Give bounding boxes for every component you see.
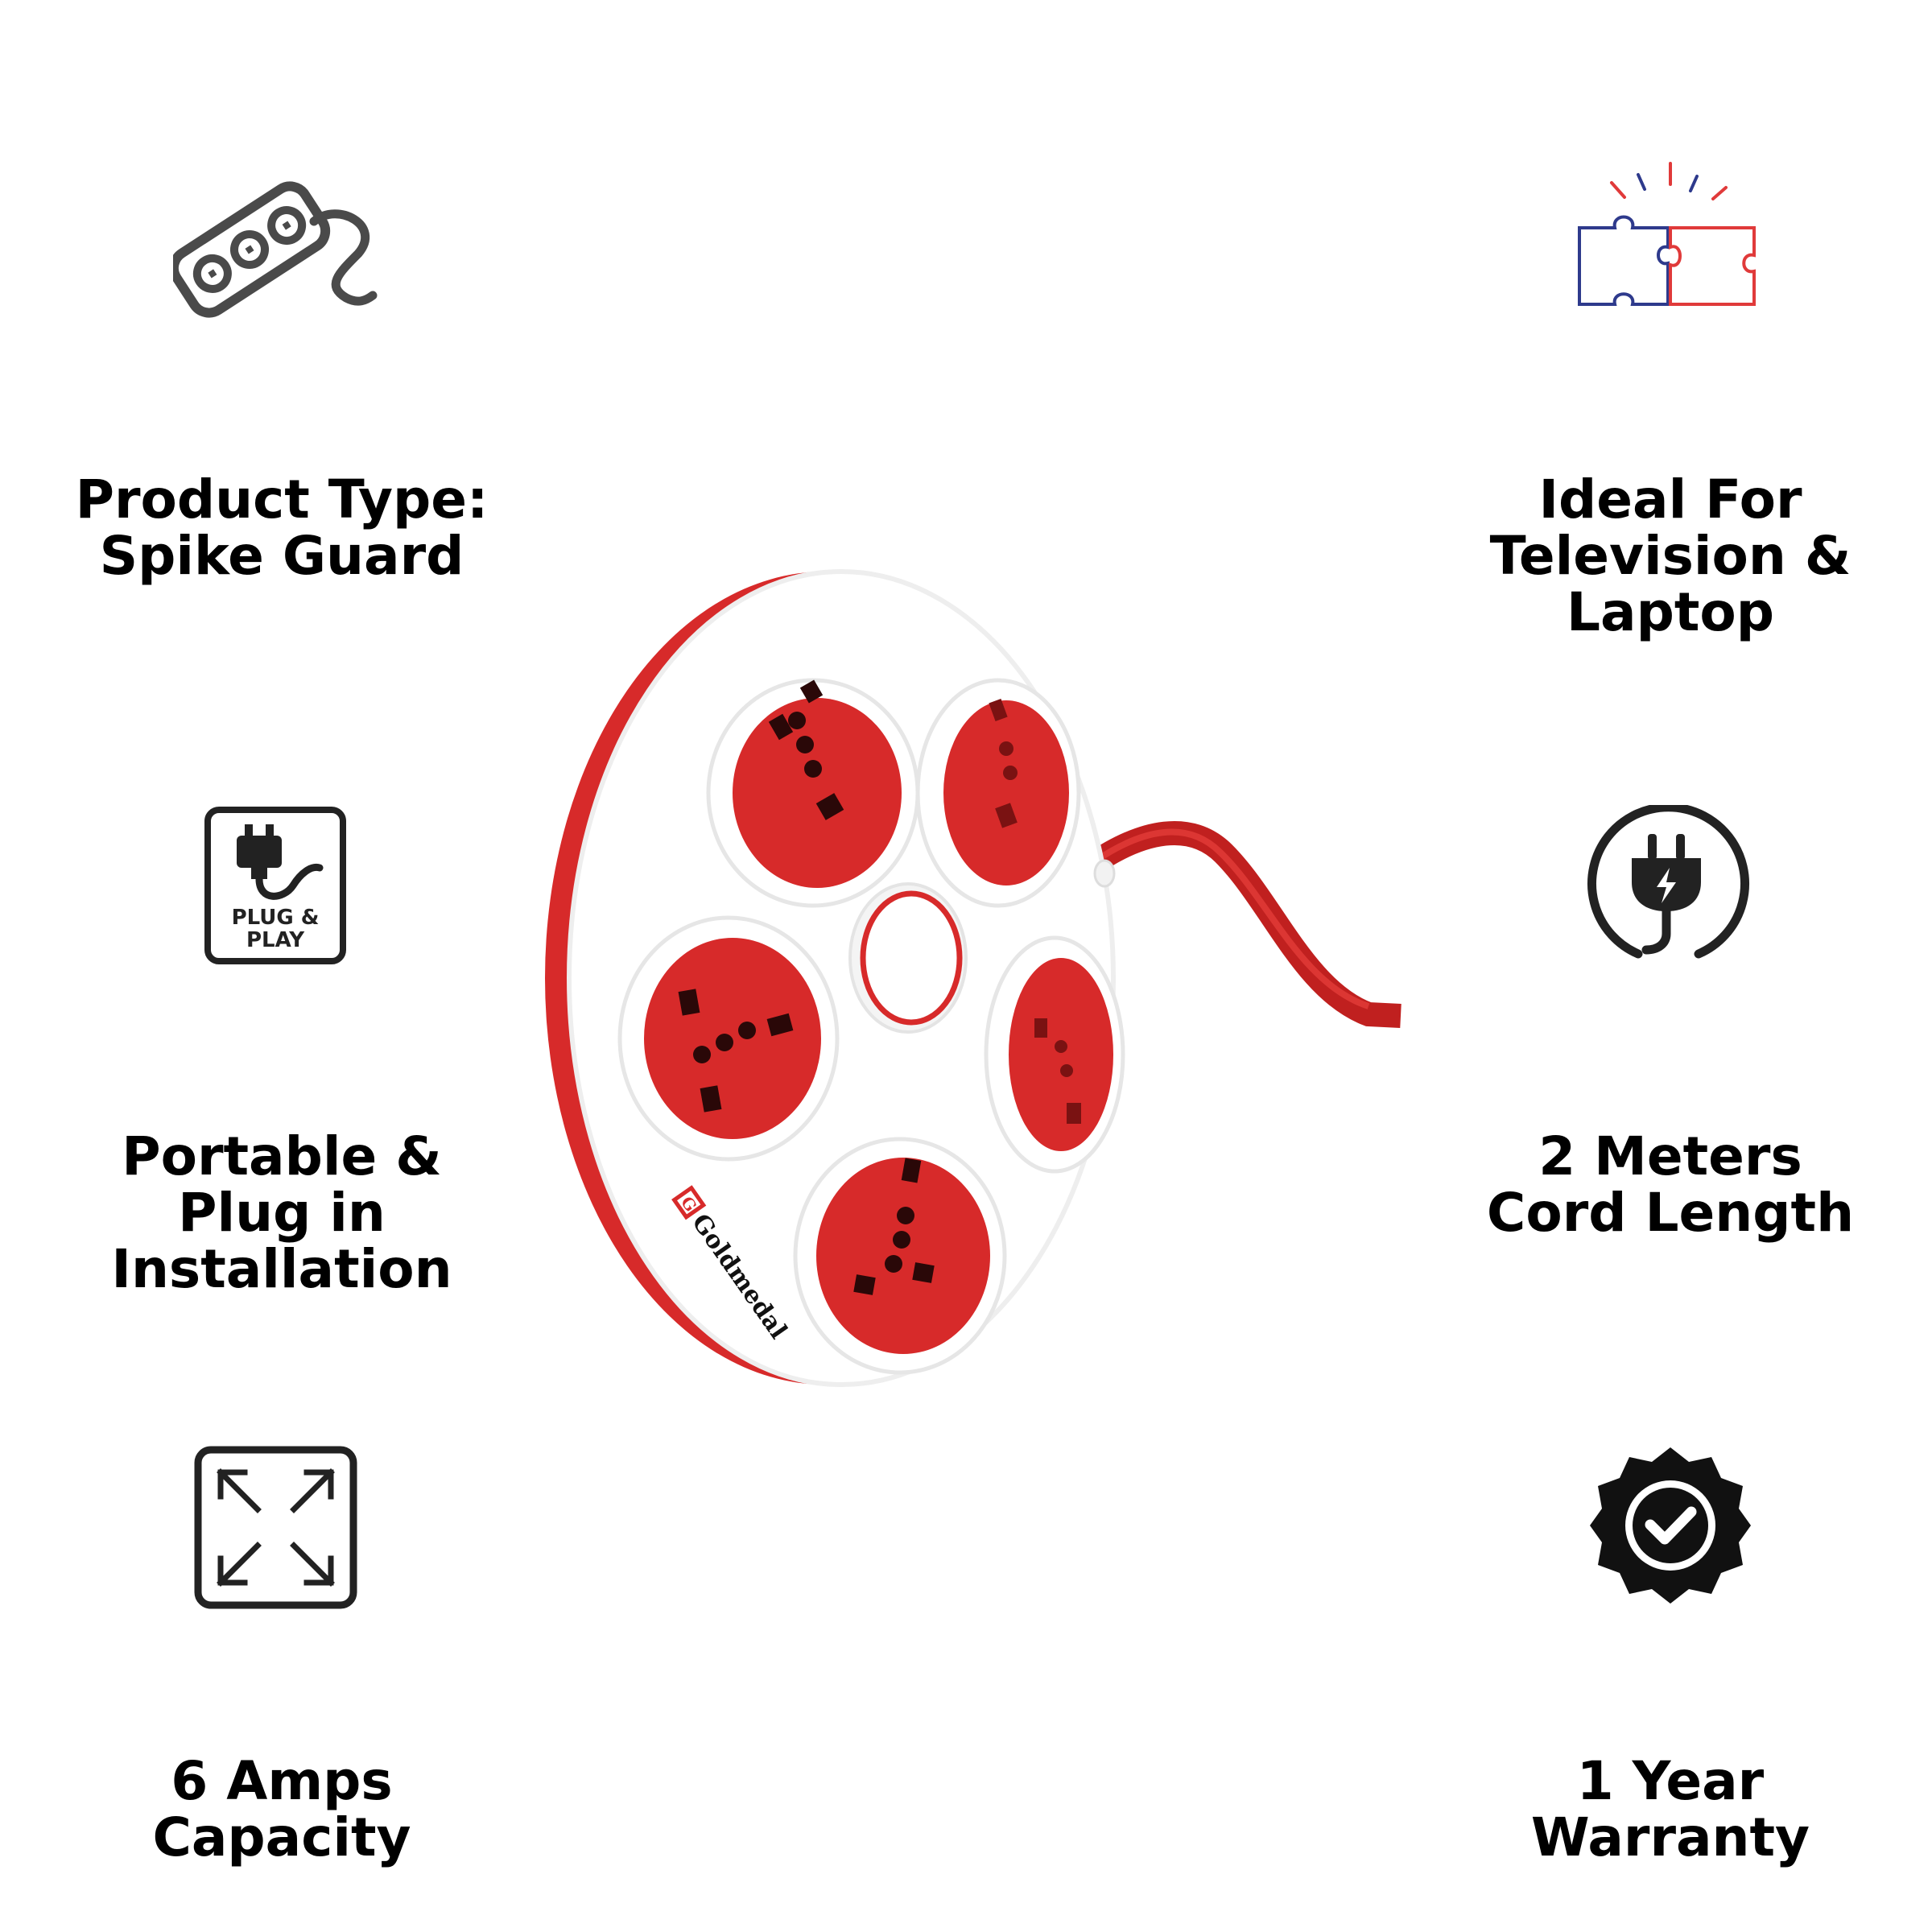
puzzle-pieces-icon bbox=[1578, 162, 1756, 306]
feature-warranty: 1 Year Warranty bbox=[1530, 1750, 1810, 1868]
socket-3 bbox=[617, 915, 840, 1162]
extension-board-icon bbox=[173, 181, 378, 318]
plug-play-text-1: PLUG & bbox=[232, 906, 320, 930]
power-switch[interactable] bbox=[848, 882, 968, 1034]
socket-5 bbox=[793, 1137, 1007, 1375]
warranty-badge-icon bbox=[1590, 1447, 1751, 1604]
electric-plug-icon bbox=[1587, 805, 1749, 959]
socket-4 bbox=[984, 935, 1125, 1174]
plug-play-text-2: PLAY bbox=[246, 928, 305, 952]
socket-2 bbox=[915, 678, 1081, 908]
feature-ideal-for: Ideal For Television & Laptop bbox=[1489, 469, 1852, 643]
feature-portable: Portable & Plug in Installation bbox=[111, 1125, 452, 1300]
expand-arrows-icon bbox=[194, 1446, 357, 1609]
spike-guard-product-image: G Goldmedal bbox=[545, 569, 1402, 1387]
feature-product-type: Product Type: Spike Guard bbox=[75, 469, 489, 587]
socket-1 bbox=[706, 678, 920, 908]
plug-and-play-icon: PLUG & PLAY bbox=[204, 807, 346, 964]
power-cord bbox=[1084, 821, 1402, 1028]
feature-capacity: 6 Amps Capacity bbox=[152, 1750, 411, 1868]
feature-cord-length: 2 Meters Cord Length bbox=[1486, 1125, 1855, 1244]
